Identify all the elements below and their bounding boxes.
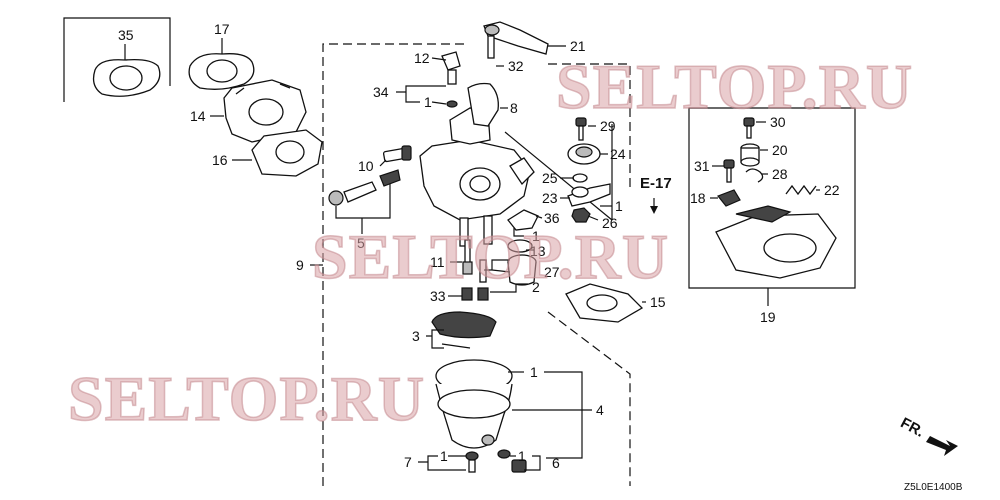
label-1-f: 1 (440, 448, 448, 464)
choke-lever-8 (467, 82, 499, 127)
label-8: 8 (510, 100, 518, 116)
label-1-e: 1 (518, 448, 526, 464)
screw-29 (575, 117, 587, 141)
bushing-20 (740, 143, 760, 167)
jet-27 (507, 254, 537, 286)
label-33: 33 (430, 288, 446, 304)
label-35: 35 (118, 27, 134, 43)
clip-28 (745, 168, 764, 183)
label-1-d: 1 (530, 364, 538, 380)
gasket-15 (565, 283, 644, 323)
label-15: 15 (650, 294, 666, 310)
label-14: 14 (190, 108, 206, 124)
label-10: 10 (358, 158, 374, 174)
bolt-6 (497, 449, 527, 473)
direction-label: FR. (898, 414, 927, 440)
bolt-31 (723, 159, 735, 183)
label-1-a: 1 (424, 94, 432, 110)
oring-13 (507, 239, 533, 253)
valve-36 (507, 209, 539, 231)
label-25: 25 (542, 170, 558, 186)
needle-11 (462, 239, 473, 275)
washer-25 (572, 173, 588, 183)
carburetor-body (419, 107, 535, 247)
cap-24 (567, 143, 601, 165)
carburetor-assembly-box-left (322, 43, 468, 486)
label-16: 16 (212, 152, 228, 168)
lever-18 (717, 189, 741, 207)
label-13: 13 (530, 243, 546, 259)
bolt-7 (465, 451, 479, 473)
reference-label: E-17 (640, 175, 672, 192)
label-24: 24 (610, 146, 626, 162)
screw-10 (382, 145, 412, 163)
carburetor-assembly-box-lower (547, 311, 631, 486)
bracket-lines (504, 124, 613, 221)
watermark-bottom: SELTOP.RU (68, 363, 425, 434)
label-36: 36 (544, 210, 560, 226)
label-20: 20 (772, 142, 788, 158)
spring-33 (461, 287, 489, 301)
label-22: 22 (824, 182, 840, 198)
label-12: 12 (414, 50, 430, 66)
float-3 (431, 311, 497, 349)
insulator-19 (715, 205, 837, 279)
float-bowl-4 (435, 383, 513, 449)
screw-30 (743, 117, 755, 139)
label-19: 19 (760, 309, 776, 325)
front-direction-arrow (926, 436, 958, 456)
label-27: 27 (544, 264, 560, 280)
spring-22 (785, 184, 817, 196)
watermark-top: SELTOP.RU (556, 51, 913, 122)
label-1-c: 1 (532, 228, 540, 244)
insulator-14 (223, 79, 307, 143)
e17-arrow-head (650, 206, 658, 214)
label-1-b: 1 (615, 198, 623, 214)
pilot-screw-5 (328, 169, 401, 206)
gasket-16 (251, 129, 323, 177)
label-23: 23 (542, 190, 558, 206)
insulator-box (688, 107, 856, 289)
gasket-35-box (63, 17, 171, 102)
label-2: 2 (532, 279, 540, 295)
label-3: 3 (412, 328, 420, 344)
label-6: 6 (552, 455, 560, 471)
jet-2 (479, 259, 487, 283)
bolt-12 (441, 51, 461, 108)
gasket-35 (92, 58, 161, 97)
label-28: 28 (772, 166, 788, 182)
label-17: 17 (214, 21, 230, 37)
watermark-middle: SELTOP.RU (312, 221, 669, 292)
label-29: 29 (600, 118, 616, 134)
nut-26 (571, 207, 591, 223)
label-30: 30 (770, 114, 786, 130)
throttle-arm-21 (483, 21, 549, 59)
label-18: 18 (690, 190, 706, 206)
label-4: 4 (596, 402, 604, 418)
drawing-code: Z5L0E1400B (904, 482, 963, 493)
label-32: 32 (508, 58, 524, 74)
label-11: 11 (430, 254, 445, 270)
label-5: 5 (357, 235, 365, 251)
label-26: 26 (602, 215, 618, 231)
label-34: 34 (373, 84, 389, 100)
gasket-17 (188, 53, 255, 90)
label-7: 7 (404, 454, 412, 470)
bracket-23 (567, 183, 611, 207)
label-9: 9 (296, 257, 304, 273)
label-21: 21 (570, 38, 586, 54)
label-31: 31 (694, 158, 710, 174)
